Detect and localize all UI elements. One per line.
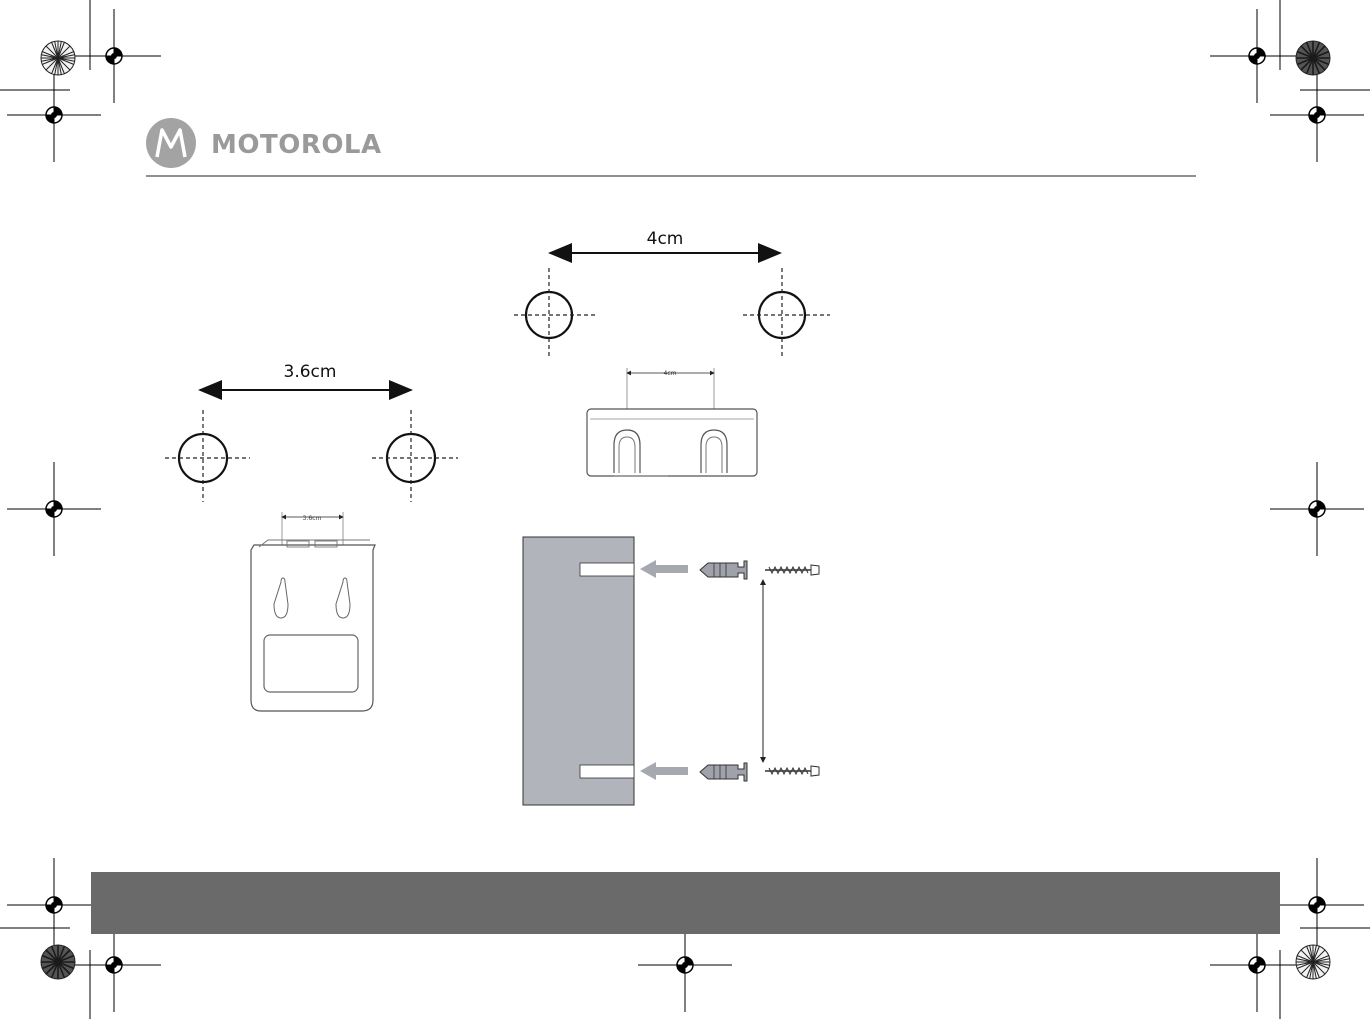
- footer-bar: [91, 872, 1280, 934]
- registration-mark-icon: [1270, 68, 1364, 162]
- registration-mark-icon: [1270, 462, 1364, 556]
- motorola-logo-icon: [146, 118, 196, 168]
- brand-name: MOTOROLA: [211, 130, 382, 160]
- right-unit-back: 4cm: [587, 368, 757, 476]
- wall-hole: [580, 563, 634, 576]
- registration-mark-icon: [1270, 858, 1364, 952]
- color-wheel-icon: [1296, 945, 1330, 979]
- left-unit-back: 3.6cm: [251, 512, 375, 711]
- wall-hole: [580, 765, 634, 778]
- small-spacing-label: 4cm: [664, 370, 677, 377]
- registration-mark-icon: [67, 9, 161, 103]
- hole-spacing-label: 4cm: [647, 229, 684, 249]
- color-wheel-icon: [41, 41, 75, 75]
- screw-icon: [765, 565, 819, 575]
- wall-plug-icon: [700, 763, 747, 781]
- wall-mount-diagram: [523, 537, 819, 805]
- hole-spacing-label: 3.6cm: [284, 362, 337, 382]
- small-spacing-label: 3.6cm: [303, 515, 322, 522]
- screw-icon: [765, 766, 819, 776]
- registration-mark-icon: [7, 462, 101, 556]
- color-wheel-icon: [41, 945, 75, 979]
- registration-mark-icon: [1210, 9, 1304, 103]
- registration-mark-icon: [7, 68, 101, 162]
- right-hole-template: 4cm: [514, 229, 830, 358]
- registration-mark-icon: [7, 858, 101, 952]
- arrow-left-icon: [640, 560, 688, 578]
- color-wheel-icon: [1296, 41, 1330, 75]
- arrow-left-icon: [640, 762, 688, 780]
- header: MOTOROLA: [146, 118, 1196, 176]
- left-hole-template: 3.6cm: [165, 362, 458, 502]
- wall-plug-icon: [700, 561, 747, 579]
